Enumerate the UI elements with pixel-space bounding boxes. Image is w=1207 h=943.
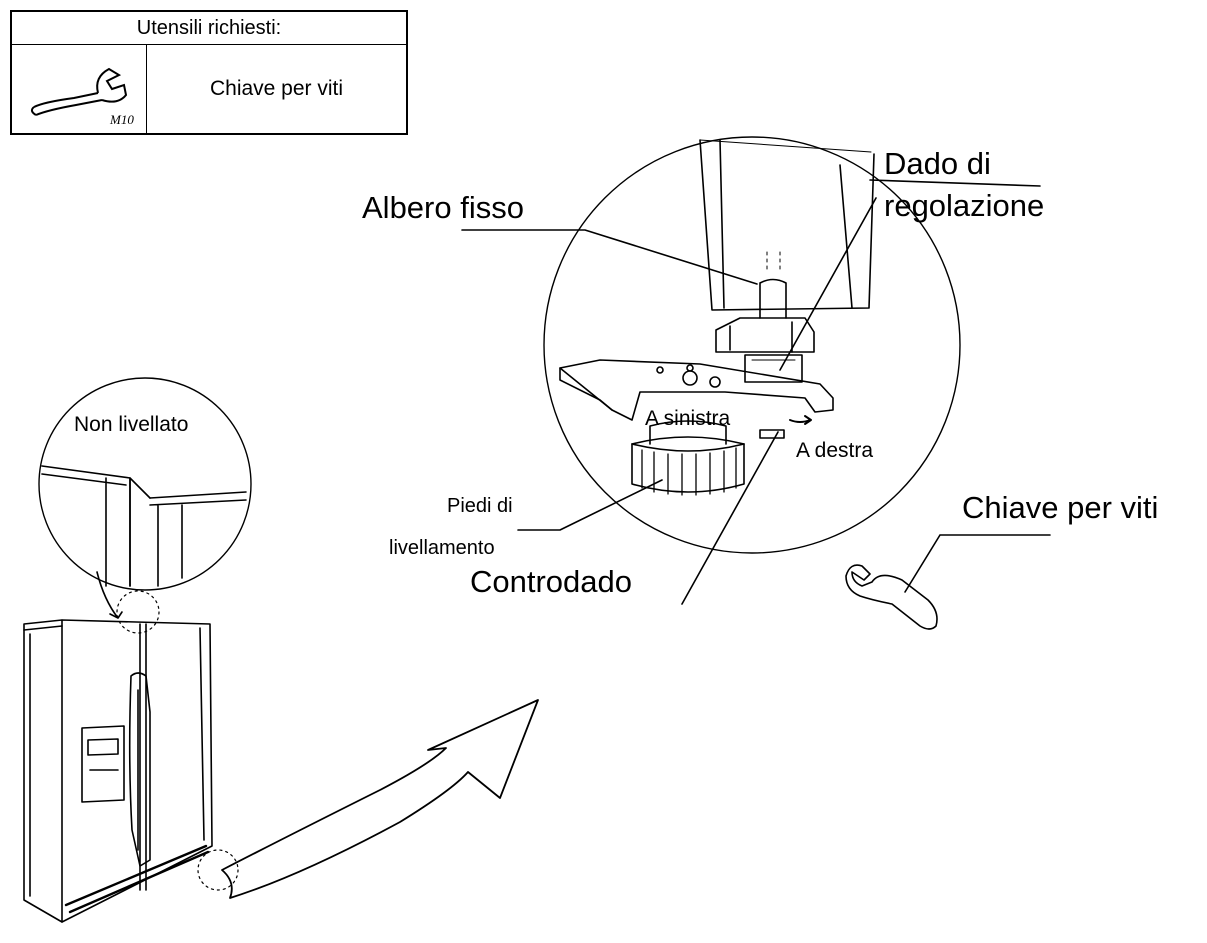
label-dado-line1: Dado di <box>884 146 991 181</box>
tools-icon-cell: M10 <box>12 45 147 133</box>
refrigerator-handle <box>128 672 151 867</box>
direction-arrow <box>221 699 539 899</box>
label-dado-line2: regolazione <box>884 188 1045 223</box>
mounting-bracket <box>559 359 834 421</box>
water-dispenser <box>81 725 125 803</box>
label-piedi-line1: Piedi di <box>447 495 513 517</box>
label-controdado: Controdado <box>470 564 633 599</box>
fixed-shaft <box>759 278 787 319</box>
tool-size-text: M10 <box>109 112 134 127</box>
label-chiave-per-viti: Chiave per viti <box>962 490 1159 525</box>
foot-detail-circle <box>543 136 961 554</box>
not-level-circle <box>38 377 252 591</box>
not-level-panels <box>41 465 247 587</box>
adjusting-nut <box>715 317 815 353</box>
label-a-destra: A destra <box>796 439 874 462</box>
refrigerator <box>23 619 213 923</box>
tools-table-title: Utensili richiesti: <box>12 12 406 45</box>
label-piedi-line2: livellamento <box>389 537 495 559</box>
wrench-large <box>845 564 938 630</box>
leveling-foot <box>631 436 745 493</box>
label-a-sinistra: A sinistra <box>645 407 731 430</box>
label-albero-fisso: Albero fisso <box>362 190 524 225</box>
tools-required-table: Utensili richiesti: M10 Chiave per viti <box>10 10 408 135</box>
rotation-arrow <box>789 415 812 425</box>
fridge-corner-detail <box>699 139 875 311</box>
wrench-icon: M10 <box>30 67 134 127</box>
lock-nut <box>759 429 785 439</box>
label-non-livellato: Non livellato <box>74 413 189 436</box>
tools-table-tool-name: Chiave per viti <box>209 77 344 100</box>
